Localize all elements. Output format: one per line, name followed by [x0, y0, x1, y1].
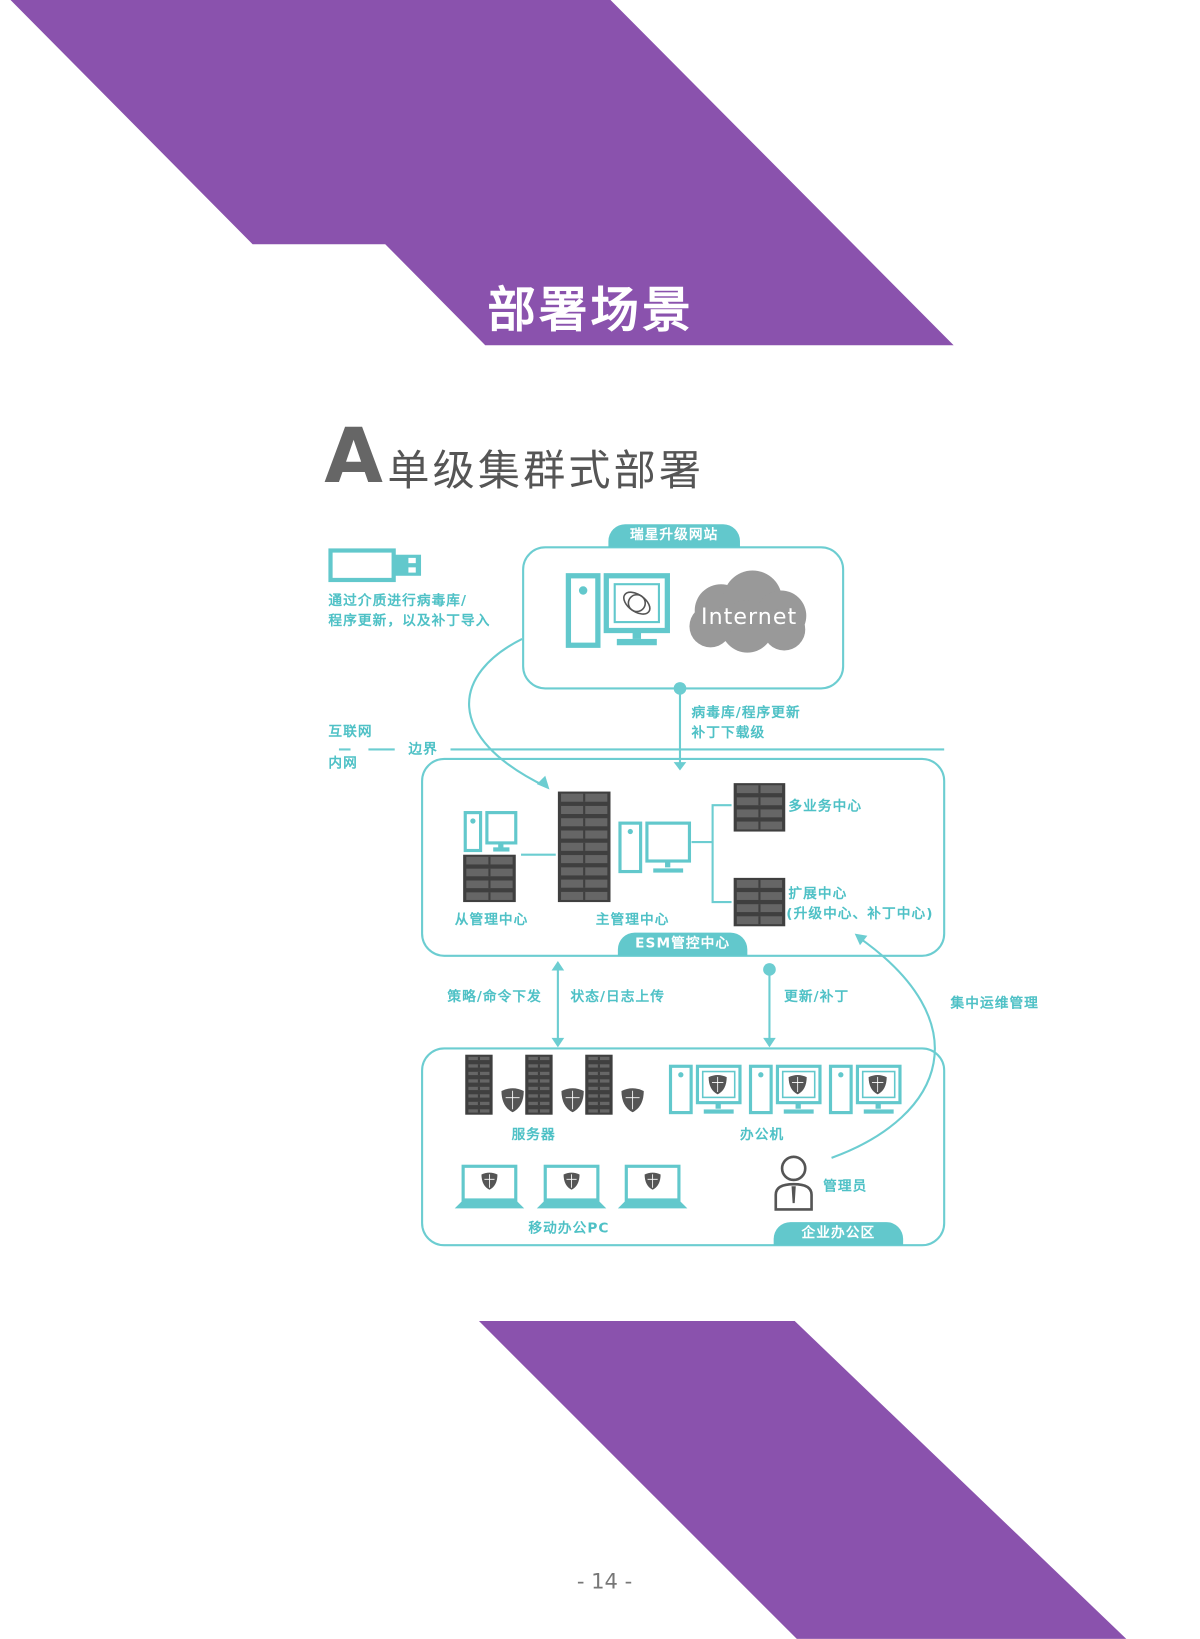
- internet-label: Internet: [701, 604, 798, 630]
- usb-note-line2: 程序更新，以及补丁导入: [328, 613, 491, 630]
- status-label: 状态/日志上传: [570, 989, 665, 1006]
- cloud-icon: [689, 570, 807, 653]
- shield-icon: [620, 1087, 645, 1114]
- usb-drive-icon: [328, 548, 422, 583]
- page-number: - 14 -: [576, 1568, 633, 1594]
- laptop-icon: [536, 1164, 607, 1209]
- extension-center-label: 扩展中心: [788, 886, 848, 903]
- intranet-zone-label: 内网: [328, 755, 358, 772]
- admin-label: 管理员: [823, 1178, 868, 1195]
- desktop-icon: [668, 1064, 742, 1115]
- web-server-icon: [565, 573, 670, 648]
- desktop-icon: [748, 1064, 822, 1115]
- extension-center-sub: (升级中心、补丁中心): [786, 906, 934, 923]
- shield-icon: [560, 1087, 585, 1114]
- slave-center-label: 从管理中心: [454, 912, 529, 929]
- extension-server-icon: [733, 877, 786, 927]
- desktop-icon: [828, 1064, 902, 1115]
- office-box: [421, 1047, 946, 1247]
- ops-label: 集中运维管理: [950, 995, 1039, 1012]
- admin-person-icon: [774, 1155, 813, 1211]
- boundary-label: 边界: [408, 742, 438, 758]
- laptops-label: 移动办公PC: [528, 1221, 610, 1237]
- master-pc-icon: [618, 821, 692, 874]
- master-center-label: 主管理中心: [595, 912, 670, 929]
- office-tab: 企业办公区: [773, 1222, 904, 1246]
- download-note-line1: 病毒库/程序更新: [691, 705, 801, 722]
- usb-note-line1: 通过介质进行病毒库/: [328, 593, 468, 610]
- section-title: 单级集群式部署: [387, 447, 705, 496]
- policy-label: 策略/命令下发: [447, 989, 542, 1006]
- update-label: 更新/补丁: [784, 989, 850, 1006]
- upgrade-site-tab: 瑞星升级网站: [608, 524, 740, 548]
- section-letter: A: [324, 411, 383, 500]
- server-icon: [465, 1054, 493, 1115]
- multi-business-label: 多业务中心: [788, 798, 863, 815]
- laptop-icon: [454, 1164, 525, 1209]
- download-note-line2: 补丁下载级: [691, 725, 766, 742]
- usb-import-curve: [468, 637, 548, 789]
- multi-business-server-icon: [733, 783, 786, 832]
- slave-server-icon: [463, 854, 516, 903]
- server-icon: [525, 1054, 553, 1115]
- shield-icon: [500, 1087, 525, 1114]
- esm-tab: ESM管控中心: [617, 932, 748, 956]
- slave-pc-icon: [463, 811, 518, 853]
- internet-zone-label: 互联网: [328, 724, 373, 740]
- bottom-purple-banner: [478, 1321, 1127, 1639]
- laptop-icon: [617, 1164, 688, 1209]
- master-rack-icon: [557, 791, 611, 903]
- esm-box: [421, 757, 946, 957]
- servers-label: 服务器: [511, 1127, 556, 1144]
- server-icon: [585, 1054, 613, 1115]
- header-title: 部署场景: [487, 281, 694, 338]
- upgrade-site-box: [522, 546, 845, 690]
- desktops-label: 办公机: [739, 1127, 785, 1144]
